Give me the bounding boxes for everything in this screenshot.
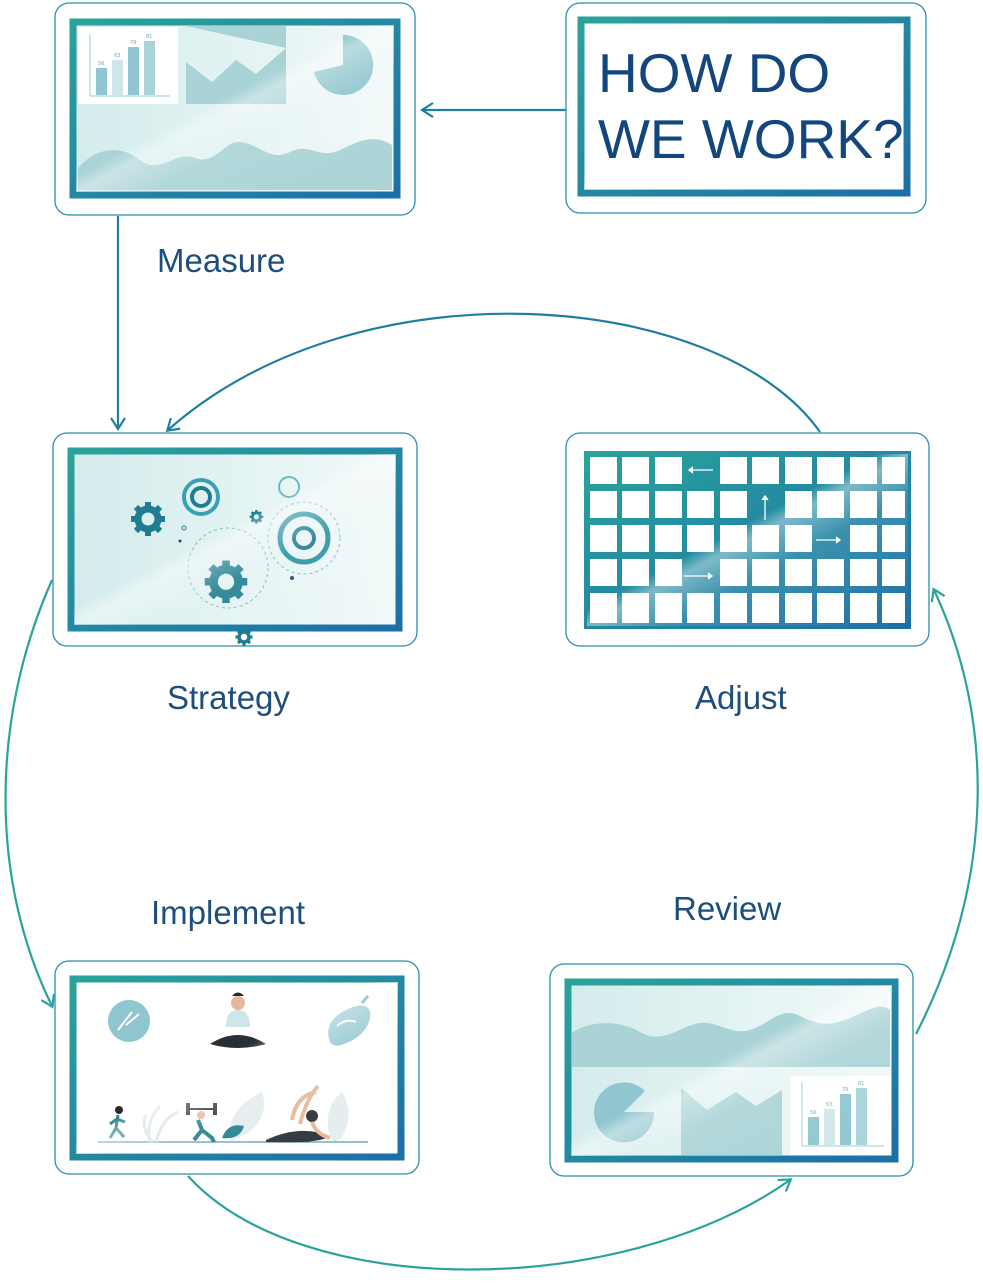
review-card: 56 63 79 81	[549, 963, 914, 1177]
arrow-adjust-to-strategy	[165, 312, 821, 433]
label-implement: Implement	[151, 894, 305, 931]
arrow-review-to-adjust	[915, 587, 979, 1035]
label-measure: Measure	[157, 242, 285, 279]
title-card: HOW DO WE WORK?	[565, 2, 927, 214]
measure-card: 56 63 79 81	[54, 2, 416, 216]
arrow-strategy-to-implement	[4, 579, 55, 1009]
label-strategy: Strategy	[167, 679, 290, 716]
adjust-card	[565, 432, 930, 647]
strategy-card	[52, 432, 418, 648]
title-line-2: WE WORK?	[598, 108, 904, 170]
label-review: Review	[673, 890, 781, 927]
title-line-1: HOW DO	[598, 42, 830, 104]
label-adjust: Adjust	[695, 679, 787, 716]
implement-card	[54, 960, 420, 1175]
arrow-implement-to-review	[187, 1175, 793, 1271]
